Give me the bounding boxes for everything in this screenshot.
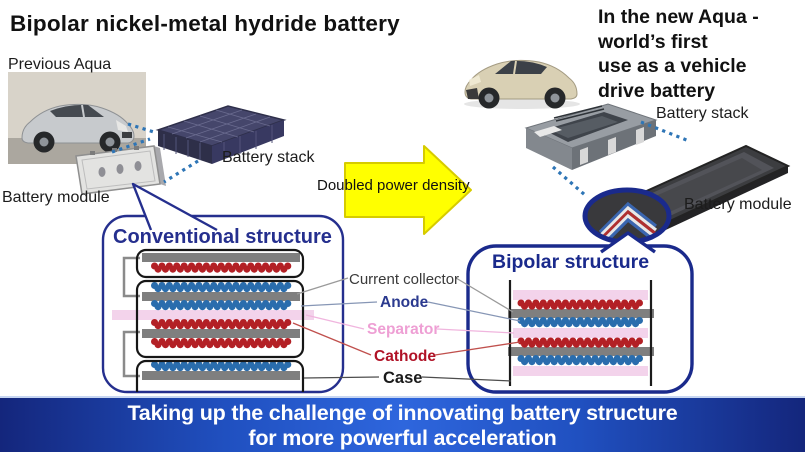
doubled-power-density-label: Doubled power density — [317, 177, 470, 194]
previous-battery-stack-label: Battery stack — [222, 149, 315, 166]
new-battery-stack-image — [524, 103, 658, 170]
headline-line-4: drive battery — [598, 79, 716, 102]
headline-line-3: use as a vehicle — [598, 55, 747, 77]
banner-line-1: Taking up the challenge of innovating ba… — [127, 401, 678, 425]
cathode-label: Cathode — [374, 348, 436, 365]
layer-label-lines — [292, 277, 521, 382]
previous-battery-stack-image — [155, 105, 287, 164]
bipolar-cell-diagram — [508, 280, 654, 386]
current-collector-label: Current collector — [349, 271, 460, 288]
previous-battery-module-label: Battery module — [2, 189, 110, 206]
conventional-cell-diagram — [112, 248, 314, 392]
banner-line-2: for more powerful acceleration — [248, 426, 557, 450]
conventional-structure-title: Conventional structure — [113, 226, 332, 248]
previous-aqua-label: Previous Aqua — [8, 56, 112, 73]
case-label: Case — [383, 369, 423, 387]
anode-label: Anode — [380, 294, 429, 311]
dotted-connectors — [111, 120, 690, 197]
headline-line-2: world’s first — [598, 30, 708, 53]
separator-label: Separator — [367, 321, 440, 338]
new-aqua-headline: In the new Aqua - world’s first use as a… — [598, 5, 804, 103]
separator-band — [112, 310, 314, 320]
slide-title: Bipolar nickel-metal hydride battery — [10, 11, 400, 36]
bottom-banner: Taking up the challenge of innovating ba… — [0, 396, 805, 452]
doubled-power-arrow — [344, 145, 472, 235]
new-aqua-car — [464, 59, 580, 109]
bipolar-structure-title: Bipolar structure — [492, 251, 650, 273]
new-battery-stack-label: Battery stack — [656, 105, 749, 122]
headline-line-1: In the new Aqua - — [598, 6, 759, 28]
conventional-structure-bubble — [101, 182, 345, 394]
new-battery-module-label: Battery module — [684, 196, 792, 213]
previous-aqua-car — [21, 103, 135, 153]
